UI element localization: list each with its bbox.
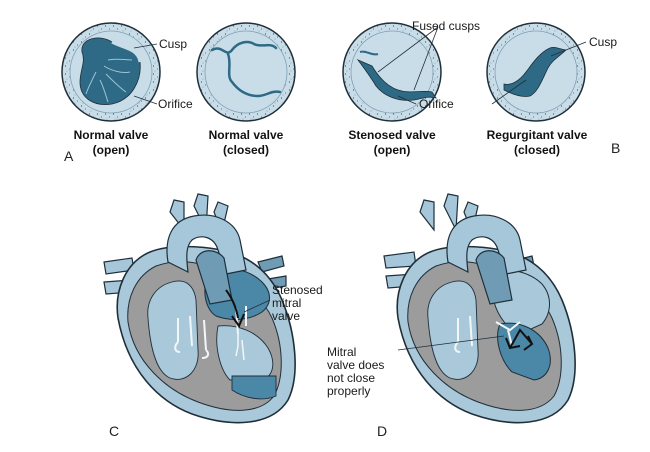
label-line: valve does xyxy=(327,358,385,372)
valve-stenosed-open xyxy=(342,22,442,122)
caption-regurgitant-closed: Regurgitant valve (closed) xyxy=(472,128,602,158)
valve-regurgitant-closed xyxy=(486,22,586,122)
caption-line-1: Normal valve xyxy=(73,128,149,142)
caption-line-1: Normal valve xyxy=(208,128,284,142)
panel-label-d: D xyxy=(377,423,388,439)
label-orifice-b: Orifice xyxy=(419,97,454,111)
label-line: valve xyxy=(272,309,301,323)
caption-line-1: Regurgitant valve xyxy=(486,128,588,142)
heart-stenosed-mitral xyxy=(103,193,296,424)
caption-line-2: (open) xyxy=(373,143,411,157)
caption-normal-open: Normal valve (open) xyxy=(51,128,171,158)
valve-leader-lines xyxy=(133,26,587,105)
panel-label-a: A xyxy=(64,148,74,164)
label-line: not close xyxy=(327,371,376,385)
heart-regurgitant-mitral xyxy=(383,193,576,424)
caption-stenosed-open: Stenosed valve (open) xyxy=(332,128,452,158)
label-stenosed-mitral-valve: Stenosed mitral valve xyxy=(272,284,332,323)
valve-normal-open xyxy=(61,22,161,122)
caption-line-2: (closed) xyxy=(222,143,269,157)
label-line: mitral xyxy=(272,296,302,310)
label-orifice-a: Orifice xyxy=(158,97,193,111)
panel-label-c: C xyxy=(109,423,120,439)
label-line: properly xyxy=(327,384,371,398)
label-line: Stenosed xyxy=(272,283,323,297)
label-mitral-not-close: Mitral valve does not close properly xyxy=(327,346,402,398)
caption-normal-closed: Normal valve (closed) xyxy=(186,128,306,158)
label-cusp-a: Cusp xyxy=(159,37,188,51)
valve-normal-closed xyxy=(196,22,296,122)
caption-line-2: (closed) xyxy=(513,143,560,157)
label-fused-cusps: Fused cusps xyxy=(412,19,481,33)
caption-line-2: (open) xyxy=(92,143,130,157)
label-cusp-b: Cusp xyxy=(589,35,618,49)
caption-line-1: Stenosed valve xyxy=(348,128,436,142)
label-line: Mitral xyxy=(327,345,357,359)
panel-label-b: B xyxy=(611,140,621,156)
